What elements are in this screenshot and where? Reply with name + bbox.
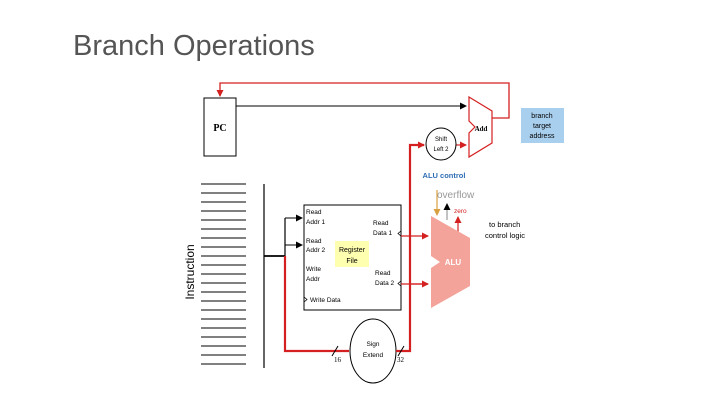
pc-feedback-wire xyxy=(216,82,510,119)
bits-in-label: 16 xyxy=(334,356,342,364)
branch-adder xyxy=(468,95,493,159)
bits-out-label: 32 xyxy=(397,356,405,364)
pc-box xyxy=(203,97,237,157)
branch-target-box xyxy=(521,108,564,143)
pc-label: PC xyxy=(213,123,226,134)
shift-left-2 xyxy=(425,127,457,161)
alu-control-label: ALU control xyxy=(423,171,466,180)
sign-extend-output-wire xyxy=(396,141,425,353)
read-addr-1-line-2: Addr 1 xyxy=(306,219,326,226)
to-branch-line-2: control logic xyxy=(485,231,525,240)
bits-in-tick xyxy=(331,345,339,357)
to-branch-line-1: to branch xyxy=(489,220,520,229)
zero-label: zero xyxy=(454,208,467,215)
alu-label: ALU xyxy=(445,258,462,267)
write-data-label: Write Data xyxy=(310,297,341,304)
instruction-word xyxy=(201,183,246,365)
overflow-label: overflow xyxy=(437,190,475,201)
shift-label-2: Left 2 xyxy=(433,147,449,153)
adder-label: Add xyxy=(475,125,488,133)
read-data-2-line-1: Read xyxy=(375,270,391,277)
branch-target-line-3: address xyxy=(530,133,555,140)
sign-extend-label-2: Extend xyxy=(363,352,384,359)
read-addr-2-line-1: Read xyxy=(306,238,322,245)
write-addr-line-2: Addr xyxy=(306,276,321,283)
immediate-wire xyxy=(283,256,349,353)
regfile-label-2: File xyxy=(346,258,357,265)
alu xyxy=(431,216,470,308)
branch-target-line-1: branch xyxy=(531,113,553,120)
regfile-label-bg xyxy=(335,241,369,267)
shift-label-1: Shift xyxy=(435,137,447,143)
write-data-arrow xyxy=(303,296,308,303)
read-addr-1-line-1: Read xyxy=(306,209,322,216)
sign-extend-label-1: Sign xyxy=(366,341,379,348)
instruction-label: Instruction xyxy=(183,244,197,299)
sign-extend xyxy=(349,318,397,384)
read-data-2-arrow xyxy=(397,280,402,287)
read-data-1-line-1: Read xyxy=(373,220,389,227)
regfile-label-1: Register xyxy=(339,247,366,254)
write-addr-line-1: Write xyxy=(306,266,321,273)
slide-title: Branch Operations xyxy=(73,30,315,62)
read-addr-2-line-2: Addr 2 xyxy=(306,247,326,254)
read-data-2-line-2: Data 2 xyxy=(375,280,395,287)
bits-out-tick xyxy=(397,345,405,357)
branch-target-line-2: target xyxy=(533,123,551,130)
read-data-1-arrow xyxy=(397,230,402,237)
read-data-1-line-2: Data 1 xyxy=(373,230,393,237)
